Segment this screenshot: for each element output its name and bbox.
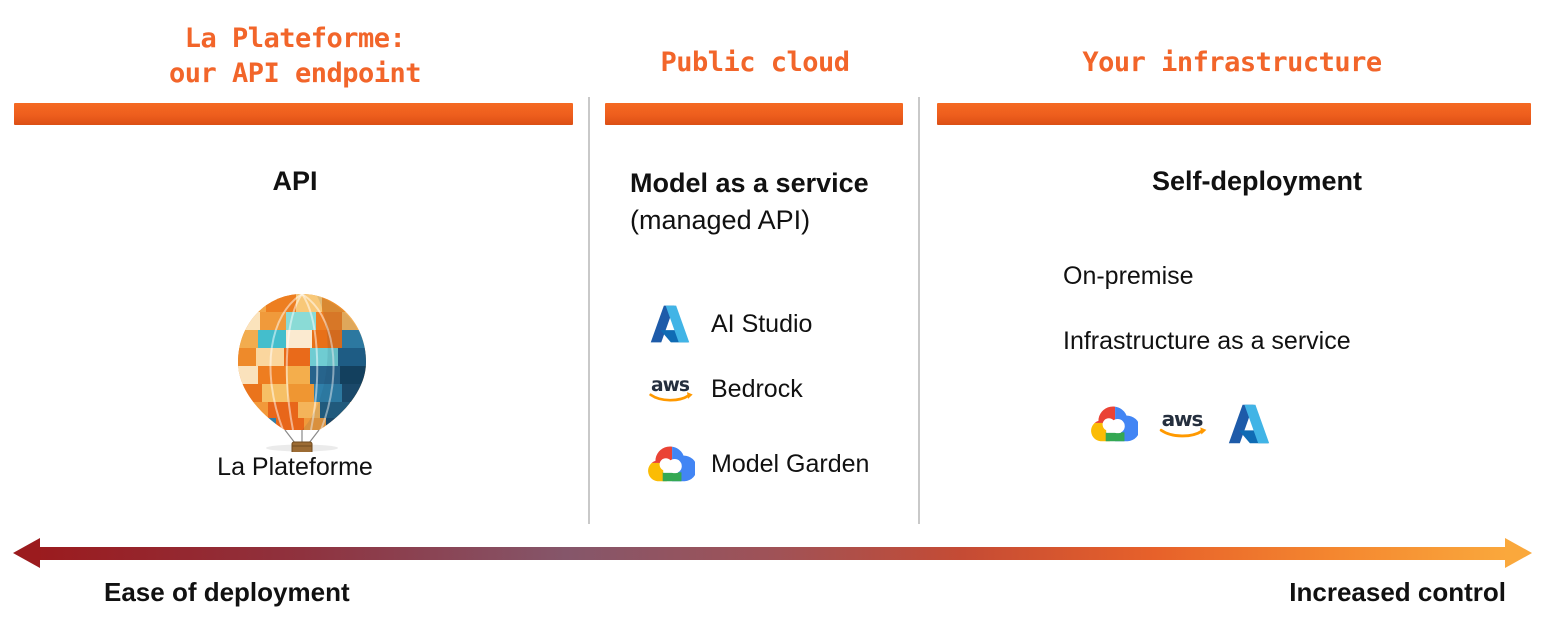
column-header-la-plateforme: La Plateforme: our API endpoint xyxy=(168,23,422,89)
axis-label-ease: Ease of deployment xyxy=(104,577,350,607)
orange-bar-col2 xyxy=(605,103,903,125)
cloud-item-model-garden: Model Garden xyxy=(645,444,869,484)
cloud-item-label: Bedrock xyxy=(711,375,803,403)
aws-logo-icon: aws xyxy=(645,374,695,405)
col3-title: Self-deployment xyxy=(1151,166,1363,196)
aws-wordmark: aws xyxy=(1162,408,1203,431)
column-divider xyxy=(588,97,590,524)
cloud-item-bedrock: aws Bedrock xyxy=(645,374,803,405)
azure-logo-icon xyxy=(1226,402,1272,451)
axis-arrowhead-left-icon xyxy=(13,538,40,568)
col2-title: Model as a service xyxy=(630,168,869,198)
column-header-your-infrastructure: Your infrastructure xyxy=(1082,47,1382,78)
infra-option-on-premise: On-premise xyxy=(1063,262,1194,290)
column-divider xyxy=(918,97,920,524)
deployment-control-axis xyxy=(36,547,1508,560)
orange-bar-col3 xyxy=(937,103,1531,125)
axis-label-control: Increased control xyxy=(1289,577,1506,607)
infrastructure-logo-row: aws xyxy=(1088,402,1272,451)
col1-title: API xyxy=(272,166,318,196)
aws-wordmark: aws xyxy=(651,375,690,396)
cloud-item-ai-studio: AI Studio xyxy=(645,303,812,345)
col2-subtitle: (managed API) xyxy=(630,205,811,235)
column-header-public-cloud: Public cloud xyxy=(660,47,850,78)
aws-logo-icon: aws xyxy=(1156,406,1208,446)
azure-logo-icon xyxy=(645,303,695,345)
cloud-item-label: AI Studio xyxy=(711,309,813,338)
google-cloud-logo-icon xyxy=(1088,404,1138,449)
orange-bar-col1 xyxy=(14,103,573,125)
google-cloud-logo-icon xyxy=(645,444,695,484)
axis-arrowhead-right-icon xyxy=(1505,538,1532,568)
infra-option-iaas: Infrastructure as a service xyxy=(1063,327,1351,355)
cloud-item-label: Model Garden xyxy=(711,449,870,478)
col1-caption: La Plateforme xyxy=(217,453,373,481)
hot-air-balloon-icon xyxy=(222,288,382,457)
